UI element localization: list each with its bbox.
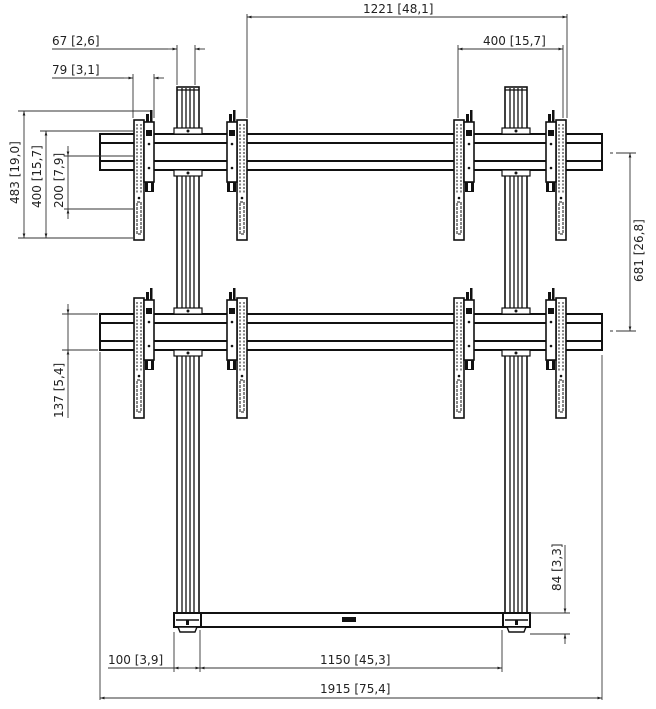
dim-bracket-width: 79 [3,1] — [52, 63, 100, 77]
dim-top-width: 1221 [48,1] — [363, 2, 433, 16]
dim-overall-width: 1915 [75,4] — [320, 682, 390, 696]
bottom-rail — [99, 307, 603, 357]
dim-foot-height: 84 [3,3] — [550, 543, 564, 591]
floor-base — [173, 612, 531, 633]
dim-rail-spacing: 681 [26,8] — [632, 219, 646, 282]
dimension-labels: 1221 [48,1] 400 [15,7] 67 [2,6] 79 [3,1]… — [8, 2, 646, 696]
dim-foot-width: 100 [3,9] — [108, 653, 163, 667]
dimension-lines — [18, 14, 636, 700]
dim-rail-height: 137 [5,4] — [52, 363, 66, 418]
dim-bracket-height: 483 [19,0] — [8, 141, 22, 204]
dim-top-right-spacing: 400 [15,7] — [483, 34, 546, 48]
dim-bracket-vesa-400: 400 [15,7] — [30, 145, 44, 208]
top-rail — [99, 127, 603, 177]
dim-column-width: 67 [2,6] — [52, 34, 100, 48]
dim-bracket-vesa-200: 200 [7,9] — [52, 153, 66, 208]
dim-base-inner-width: 1150 [45,3] — [320, 653, 390, 667]
